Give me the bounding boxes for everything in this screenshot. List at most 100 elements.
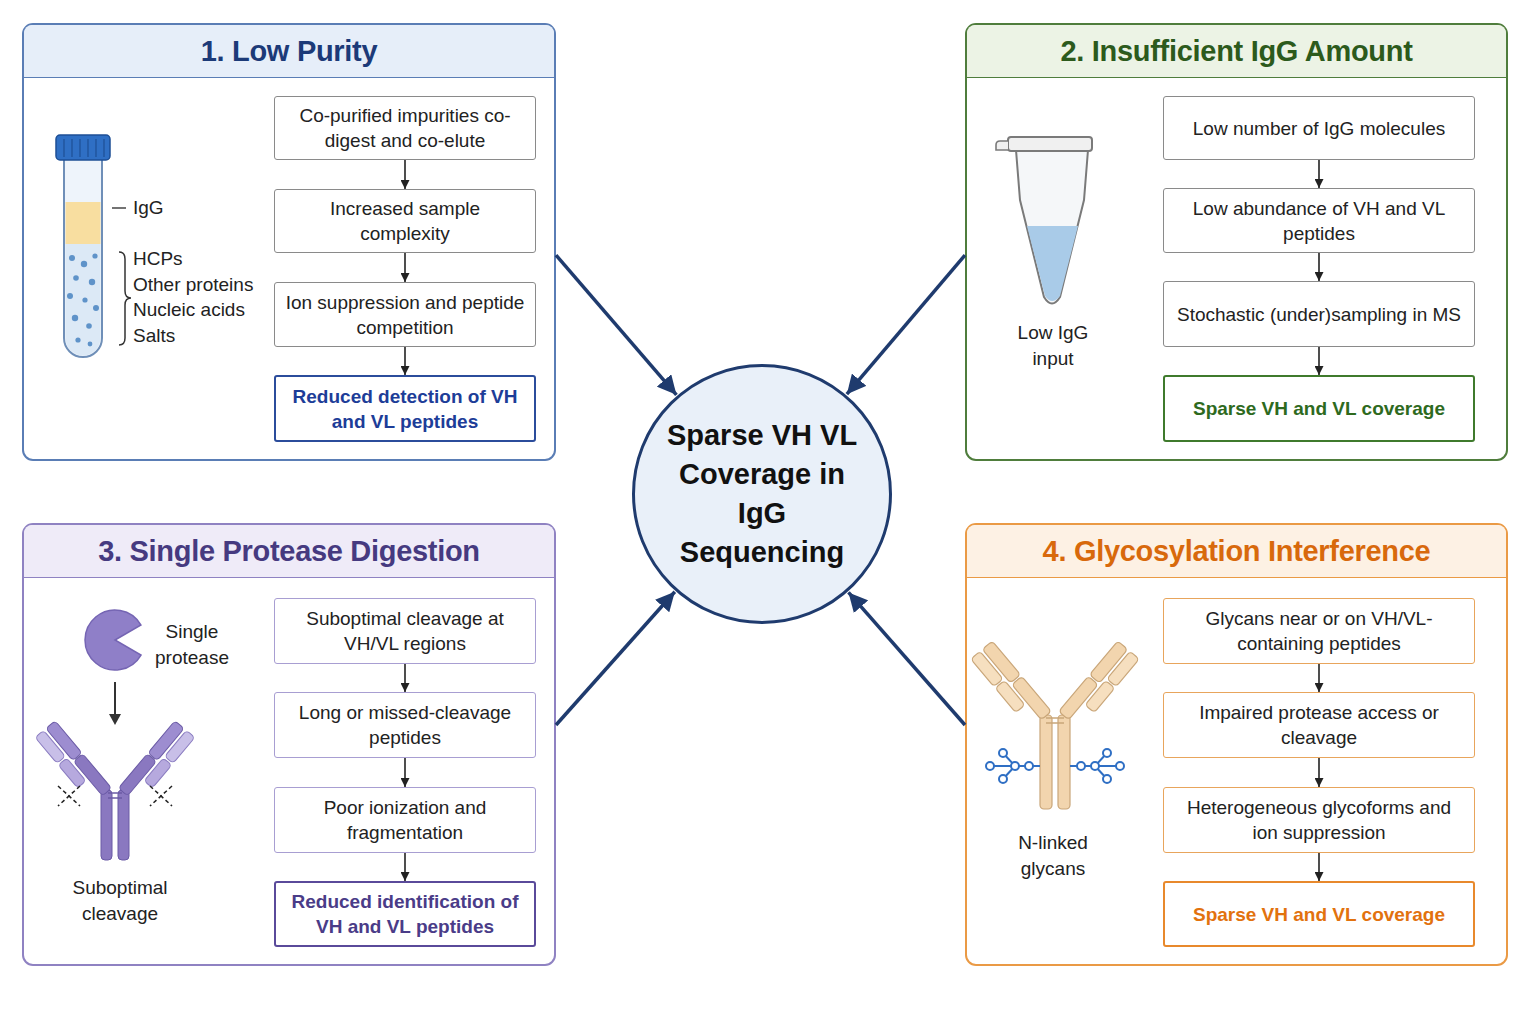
test-tube [56,135,110,357]
heavy-chain [73,754,111,796]
cap-rib [71,139,72,157]
impurity-layer [66,244,101,355]
glycan-bond [1095,766,1107,779]
down-arrow-head [109,714,121,725]
glycan-residue [1103,749,1111,757]
light-chain [1085,680,1115,712]
flow-arrow [1318,664,1320,692]
process-box: Impaired protease access or cleavage [1163,692,1475,758]
hinge [1046,717,1064,719]
process-box: Glycans near or on VH/VL-containing pept… [1163,598,1475,664]
flow-arrow [1318,853,1320,881]
illustration-label: IgG [133,195,193,221]
light-chain [165,730,195,763]
hinge [108,797,122,799]
illustration-label: Salts [133,323,213,349]
box-text-group: Sparse VH and VL coverage [1193,396,1445,421]
impurity-dot [92,253,97,258]
process-box: Long or missed-cleavage peptides [274,692,536,758]
glycan-residue [1011,762,1019,770]
heavy-chain [1059,676,1099,720]
impurity-dot [81,261,87,267]
result-text: Reduced detection of VH and VL peptides [284,384,526,434]
heavy-chain [46,721,82,761]
glycan-residue [1116,762,1124,770]
cap-rib [63,139,64,157]
hinge [1046,722,1064,724]
flow-arrow [1318,758,1320,787]
fc-chain [118,790,129,860]
impurity-dot [73,275,79,281]
circle-text-group: Sparse VH VL Coverage in IgG Sequencing [655,416,870,572]
dashed-cross [58,786,80,806]
heavy-chain [1012,676,1052,720]
box-text-group: Low abundance of VH and VL peptides [1172,196,1466,246]
impurity-dot [82,297,87,302]
light-chain [35,730,65,763]
result-text: Sparse VH and VL coverage [1193,396,1445,421]
heavy-chain [1089,641,1127,683]
tube-liquid [1027,226,1078,301]
glycan-bond [1095,765,1120,767]
result-box: Sparse VH and VL coverage [1163,375,1475,442]
tube-body [64,158,102,357]
impurity-dot [72,315,78,321]
cause-arrow [848,592,965,725]
panel-header: 3. Single Protease Digestion [24,525,554,578]
hinge [108,792,122,794]
flow-arrow [404,347,406,375]
box-text-group: Reduced detection of VH and VL peptides [284,384,526,434]
process-box: Increased sample complexity [274,189,536,253]
light-chain [995,680,1025,712]
flow-arrow [404,253,406,282]
glycan-bond [990,765,1015,767]
impurity-dot [93,305,99,311]
antibody-arm [1059,641,1140,729]
flow-arrow [1318,160,1320,188]
glycan-residue [999,749,1007,757]
box-text-group: Co-purified impurities co-digest and co-… [283,103,527,153]
process-text: Glycans near or on VH/VL-containing pept… [1172,606,1466,656]
box-text-group: Low number of IgG molecules [1193,116,1445,141]
process-text: Increased sample complexity [283,196,527,246]
tube-cap [56,135,110,160]
glycan-bond [1095,753,1107,766]
microtube [996,137,1092,304]
antibody-arm [35,721,111,805]
antibody-arm [118,721,194,805]
result-text: Reduced identification of VH and VL pept… [284,889,526,939]
box-text-group: Glycans near or on VH/VL-containing pept… [1172,606,1466,656]
glycan-residue [986,762,994,770]
flow-arrow [404,160,406,189]
box-text-group: Stochastic (under)sampling in MS [1177,302,1461,327]
process-text: Impaired protease access or cleavage [1172,700,1466,750]
protease-symbol [85,610,141,670]
glycan-residue [1103,775,1111,783]
cause-arrow [556,255,676,395]
process-text: Heterogeneous glycoforms and ion suppres… [1172,795,1466,845]
process-box: Heterogeneous glycoforms and ion suppres… [1163,787,1475,853]
flow-arrow [1318,347,1320,375]
process-text: Ion suppression and peptide competition [283,290,527,340]
flow-arrow [404,664,406,692]
curly-bracket [119,252,131,345]
heavy-chain [148,721,184,761]
impurity-dot [89,279,95,285]
tube-hinge [996,141,1008,150]
fc-chain [1058,715,1070,809]
process-box: Low abundance of VH and VL peptides [1163,188,1475,253]
glycan-bond [1070,765,1095,767]
glycan-bond [1003,753,1015,766]
illustration-label: N-linked glycans [993,830,1113,882]
panel-title: 3. Single Protease Digestion [98,535,480,568]
flow-arrow [404,758,406,787]
illustration-label: Other proteins [133,272,263,298]
illustration-label: Single protease [147,619,237,671]
process-text: Suboptimal cleavage at VH/VL regions [283,606,527,656]
cause-arrow [556,592,675,725]
fc-chain [101,790,112,860]
glycan-residue [1025,762,1033,770]
cause-panel: 1. Low PurityCo-purified impurities co-d… [22,23,556,461]
impurity-dot [75,337,80,342]
glycan [986,749,1040,783]
